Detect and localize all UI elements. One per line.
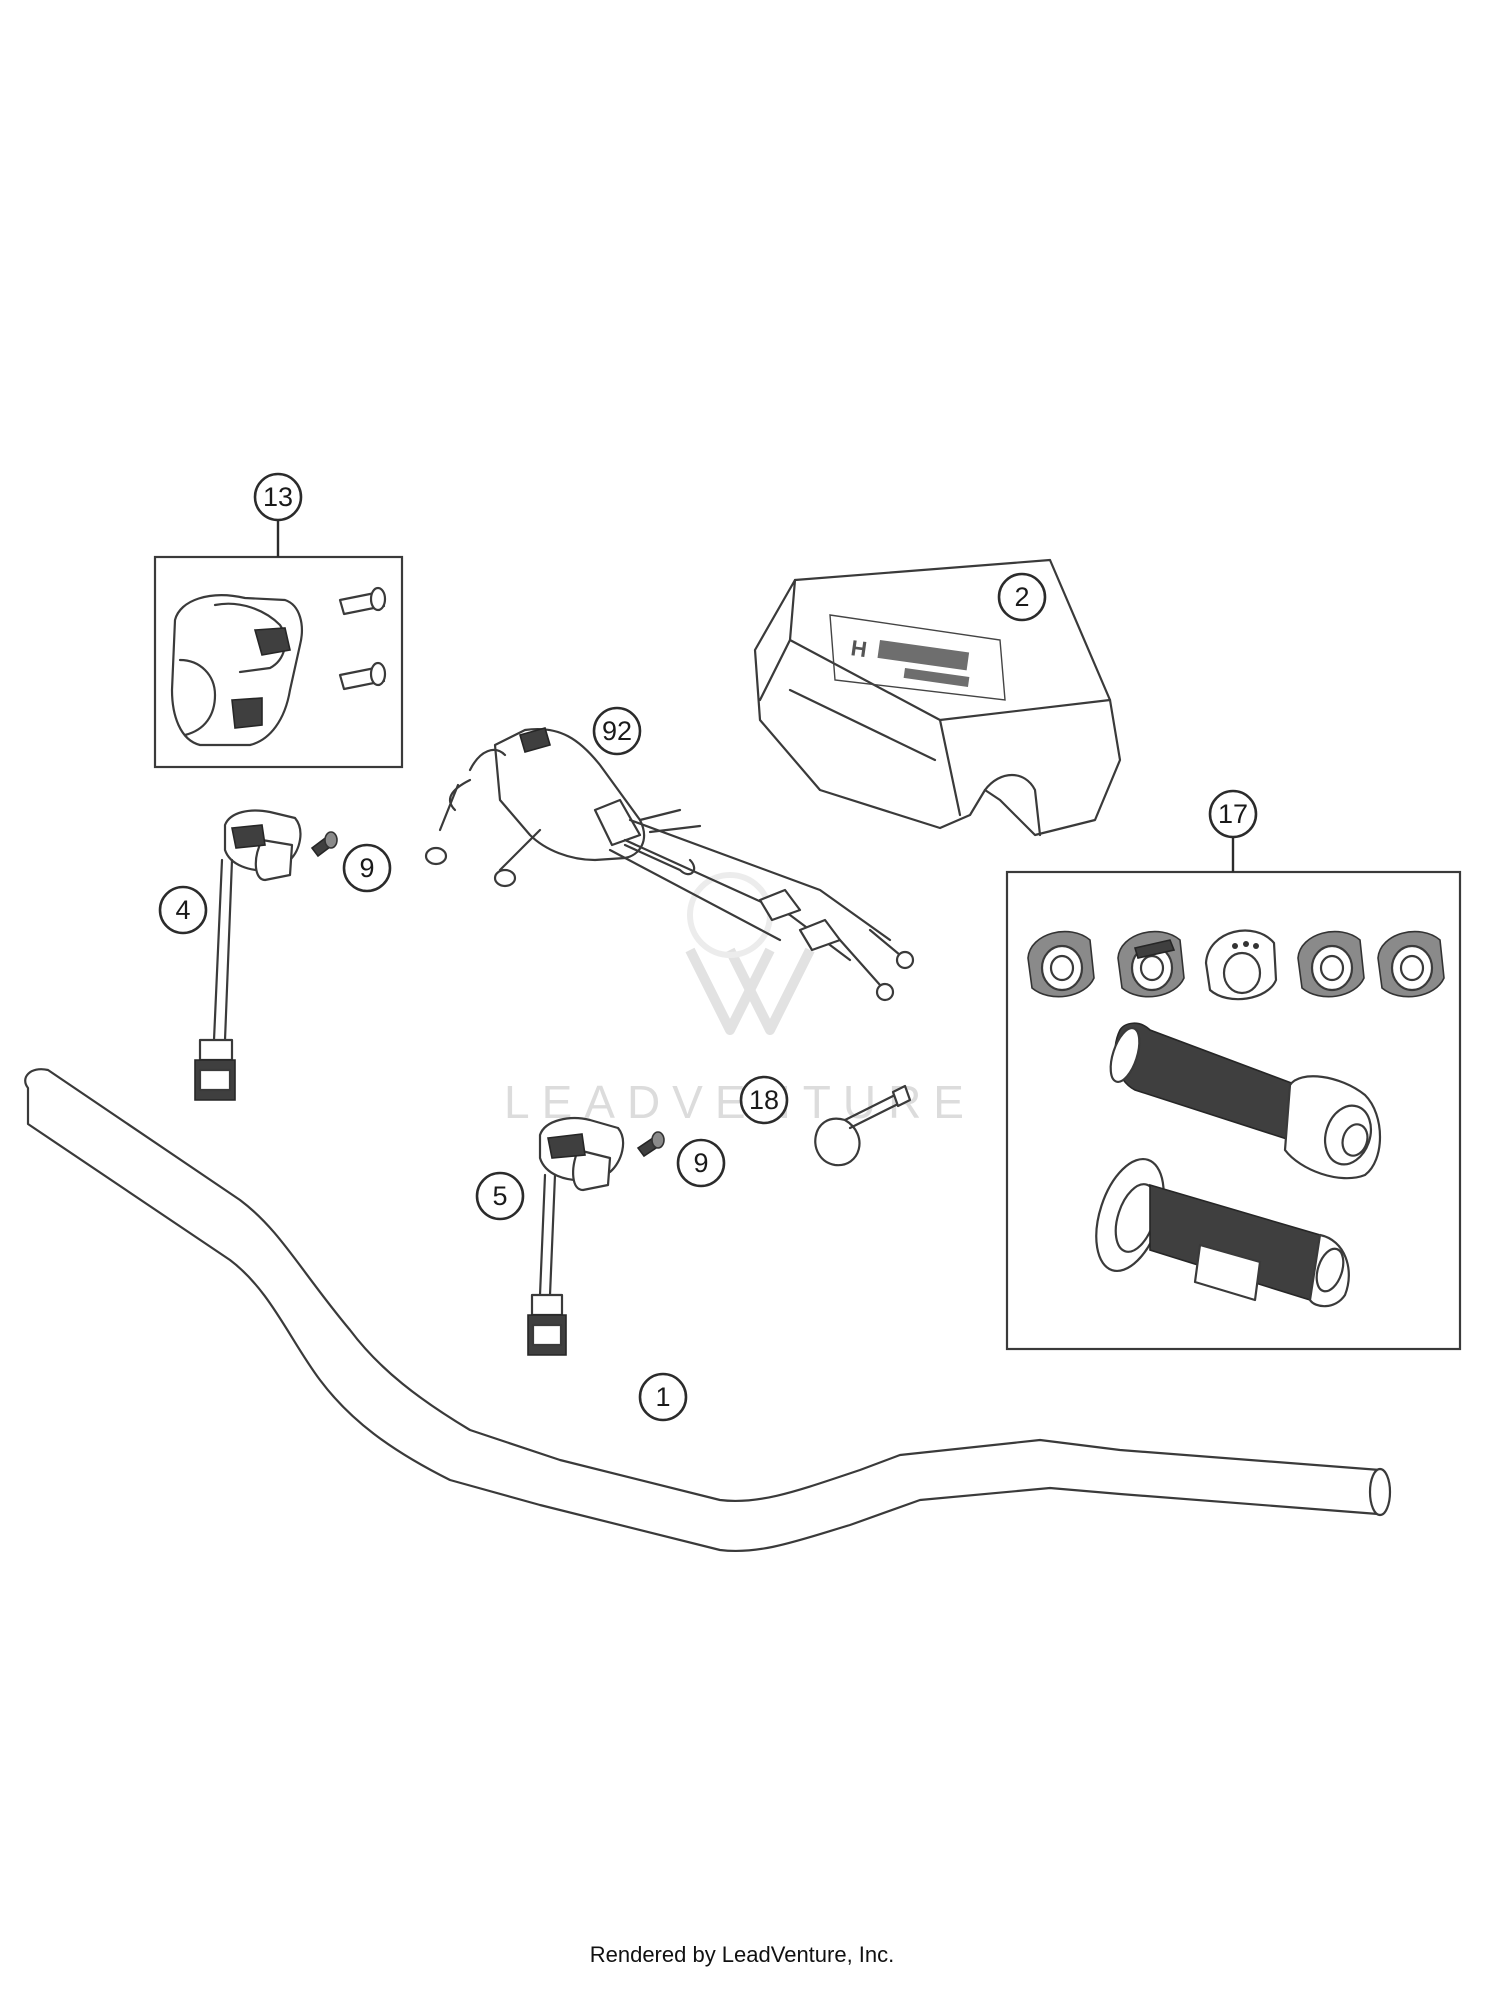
callout-5[interactable]: 5 — [475, 1171, 525, 1221]
callout-18[interactable]: 18 — [739, 1075, 789, 1125]
cable-tie — [814, 1084, 912, 1167]
screw-right — [636, 1131, 665, 1158]
throttle-cable-assembly — [424, 727, 915, 1002]
callout-17-label: 17 — [1218, 799, 1248, 829]
callout-5-label: 5 — [492, 1181, 507, 1211]
grip-throttle-side — [1109, 1022, 1382, 1180]
callout-18-label: 18 — [749, 1085, 779, 1115]
callout-1[interactable]: 1 — [638, 1372, 688, 1422]
throttle-housing-kit — [153, 555, 404, 769]
footer-credit: Rendered by LeadVenture, Inc. — [590, 1942, 895, 1967]
callout-92-label: 92 — [602, 716, 632, 746]
pad-brand-logo: H — [849, 635, 868, 662]
callout-4[interactable]: 4 — [158, 885, 208, 935]
callout-2-label: 2 — [1014, 582, 1029, 612]
callout-9-right-label: 9 — [693, 1148, 708, 1178]
throttle-cam-rings — [1027, 929, 1445, 1001]
callout-4-label: 4 — [175, 895, 190, 925]
callout-9-left-label: 9 — [359, 853, 374, 883]
callout-13[interactable]: 13 — [253, 472, 303, 522]
grip-set-kit — [1005, 870, 1462, 1351]
callout-9-left[interactable]: 9 — [342, 843, 392, 893]
callout-2[interactable]: 2 — [997, 572, 1047, 622]
left-switch — [194, 809, 302, 1101]
callout-9-right[interactable]: 9 — [676, 1138, 726, 1188]
callout-1-label: 1 — [655, 1382, 670, 1412]
callout-17[interactable]: 17 — [1208, 789, 1258, 839]
grip-clutch-side — [1095, 1157, 1350, 1308]
right-switch — [527, 1117, 625, 1356]
handlebar-pad: H — [753, 558, 1122, 837]
handlebar — [24, 1068, 1392, 1553]
screw-left — [310, 831, 338, 858]
callout-13-label: 13 — [263, 482, 293, 512]
callout-92[interactable]: 92 — [592, 706, 642, 756]
